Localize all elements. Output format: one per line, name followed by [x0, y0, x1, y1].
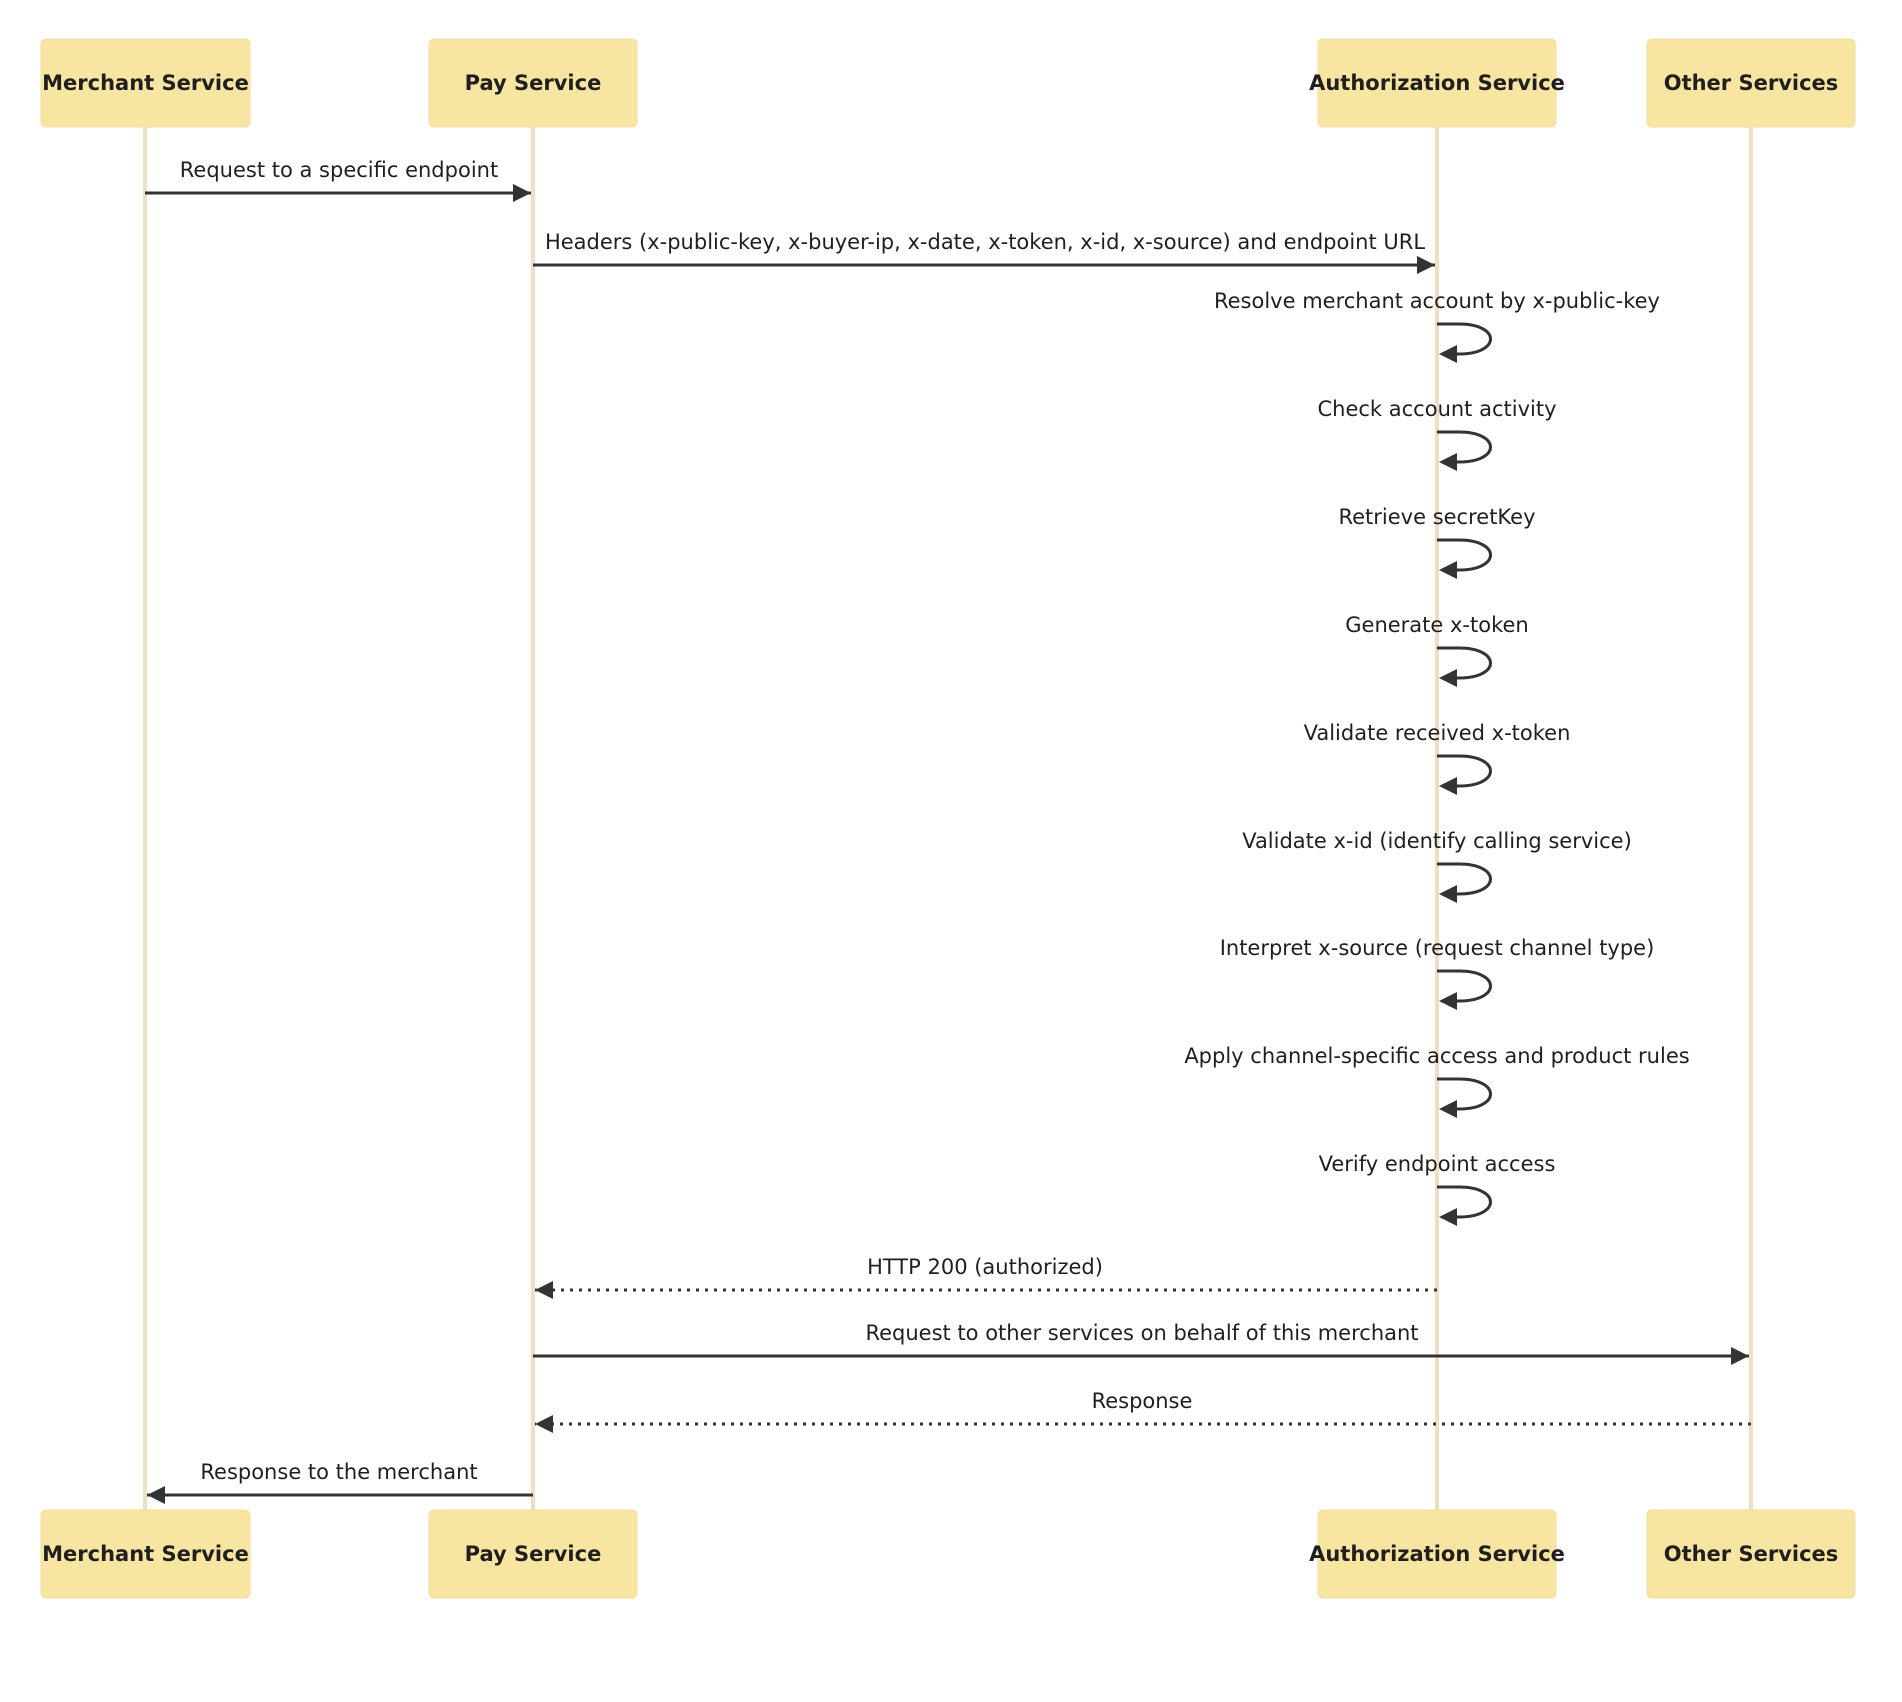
message-6[interactable]: Generate x-token: [1345, 613, 1529, 687]
message-label-12: HTTP 200 (authorized): [867, 1255, 1103, 1279]
participant-label-merchant-top: Merchant Service: [42, 71, 249, 95]
arrow-head-7: [1439, 777, 1457, 795]
participant-merchant-top[interactable]: Merchant Service: [40, 38, 251, 128]
arrow-head-15: [147, 1486, 165, 1504]
message-12[interactable]: HTTP 200 (authorized): [535, 1255, 1437, 1299]
arrow-head-10: [1439, 1100, 1457, 1118]
message-label-13: Request to other services on behalf of t…: [865, 1321, 1418, 1345]
participant-box-merchant-top[interactable]: [40, 38, 251, 128]
arrow-head-4: [1439, 453, 1457, 471]
participant-box-auth-bottom[interactable]: [1317, 1509, 1557, 1599]
participant-label-pay-top: Pay Service: [465, 71, 602, 95]
arrow-head-9: [1439, 992, 1457, 1010]
participant-box-other-top[interactable]: [1646, 38, 1856, 128]
participant-box-other-bottom[interactable]: [1646, 1509, 1856, 1599]
message-label-2: Headers (x-public-key, x-buyer-ip, x-dat…: [545, 230, 1425, 254]
top-participants-layer: Merchant Service Pay Service Authorization…: [40, 38, 1856, 128]
participant-pay-bottom[interactable]: Pay Service: [428, 1509, 638, 1599]
message-label-9: Interpret x-source (request channel type…: [1220, 936, 1655, 960]
message-label-8: Validate x-id (identify calling service): [1242, 829, 1632, 853]
participant-label-merchant-bottom: Merchant Service: [42, 1542, 249, 1566]
self-loop-path-3: [1437, 322, 1492, 356]
participant-box-pay-bottom[interactable]: [428, 1509, 638, 1599]
message-label-10: Apply channel-specific access and produc…: [1184, 1044, 1689, 1068]
message-8[interactable]: Validate x-id (identify calling service): [1242, 829, 1632, 903]
message-14[interactable]: Response: [535, 1389, 1751, 1433]
message-11[interactable]: Verify endpoint access: [1319, 1152, 1556, 1226]
participant-label-pay-bottom: Pay Service: [465, 1542, 602, 1566]
message-label-1: Request to a specific endpoint: [180, 158, 498, 182]
message-label-6: Generate x-token: [1345, 613, 1528, 637]
arrow-head-13: [1731, 1347, 1749, 1365]
arrow-head-8: [1439, 885, 1457, 903]
message-5[interactable]: Retrieve secretKey: [1338, 505, 1536, 579]
participant-label-other-bottom: Other Services: [1664, 1542, 1839, 1566]
message-label-11: Verify endpoint access: [1319, 1152, 1556, 1176]
message-label-15: Response to the merchant: [200, 1460, 477, 1484]
self-loop-path-4: [1437, 430, 1492, 464]
message-label-3: Resolve merchant account by x-public-key: [1214, 289, 1660, 313]
participant-label-auth-top: Authorization Service: [1309, 71, 1565, 95]
arrow-head-11: [1439, 1208, 1457, 1226]
participant-auth-top[interactable]: Authorization Service: [1309, 38, 1565, 128]
self-loop-path-5: [1437, 538, 1492, 572]
message-label-7: Validate received x-token: [1304, 721, 1571, 745]
arrow-head-12: [535, 1281, 553, 1299]
lifelines-layer: [143, 127, 1753, 1510]
self-loop-path-11: [1437, 1185, 1492, 1219]
message-9[interactable]: Interpret x-source (request channel type…: [1220, 936, 1655, 1010]
message-1[interactable]: Request to a specific endpoint: [145, 158, 531, 202]
self-loop-path-6: [1437, 646, 1492, 680]
message-label-5: Retrieve secretKey: [1338, 505, 1535, 529]
participant-auth-bottom[interactable]: Authorization Service: [1309, 1509, 1565, 1599]
bottom-participants-layer: Merchant Service Pay Service Authorization…: [40, 1509, 1856, 1599]
arrow-head-5: [1439, 561, 1457, 579]
message-3[interactable]: Resolve merchant account by x-public-key: [1214, 289, 1660, 363]
participant-pay-top[interactable]: Pay Service: [428, 38, 638, 128]
participant-box-auth-top[interactable]: [1317, 38, 1557, 128]
participant-other-top[interactable]: Other Services: [1646, 38, 1856, 128]
message-label-14: Response: [1092, 1389, 1193, 1413]
participant-box-merchant-bottom[interactable]: [40, 1509, 251, 1599]
participant-merchant-bottom[interactable]: Merchant Service: [40, 1509, 251, 1599]
self-loop-path-9: [1437, 969, 1492, 1003]
arrow-head-3: [1439, 345, 1457, 363]
arrow-head-14: [535, 1415, 553, 1433]
participant-other-bottom[interactable]: Other Services: [1646, 1509, 1856, 1599]
arrow-head-2: [1417, 256, 1435, 274]
arrow-head-1: [513, 184, 531, 202]
message-15[interactable]: Response to the merchant: [147, 1460, 533, 1504]
self-loop-path-8: [1437, 862, 1492, 896]
self-loop-path-10: [1437, 1077, 1492, 1111]
message-2[interactable]: Headers (x-public-key, x-buyer-ip, x-dat…: [533, 230, 1435, 274]
participant-box-pay-top[interactable]: [428, 38, 638, 128]
message-4[interactable]: Check account activity: [1317, 397, 1557, 471]
self-loop-path-7: [1437, 754, 1492, 788]
message-label-4: Check account activity: [1317, 397, 1556, 421]
message-10[interactable]: Apply channel-specific access and produc…: [1184, 1044, 1690, 1118]
participant-label-auth-bottom: Authorization Service: [1309, 1542, 1565, 1566]
message-7[interactable]: Validate received x-token: [1304, 721, 1571, 795]
participant-label-other-top: Other Services: [1664, 71, 1839, 95]
message-13[interactable]: Request to other services on behalf of t…: [533, 1321, 1749, 1365]
arrow-head-6: [1439, 669, 1457, 687]
